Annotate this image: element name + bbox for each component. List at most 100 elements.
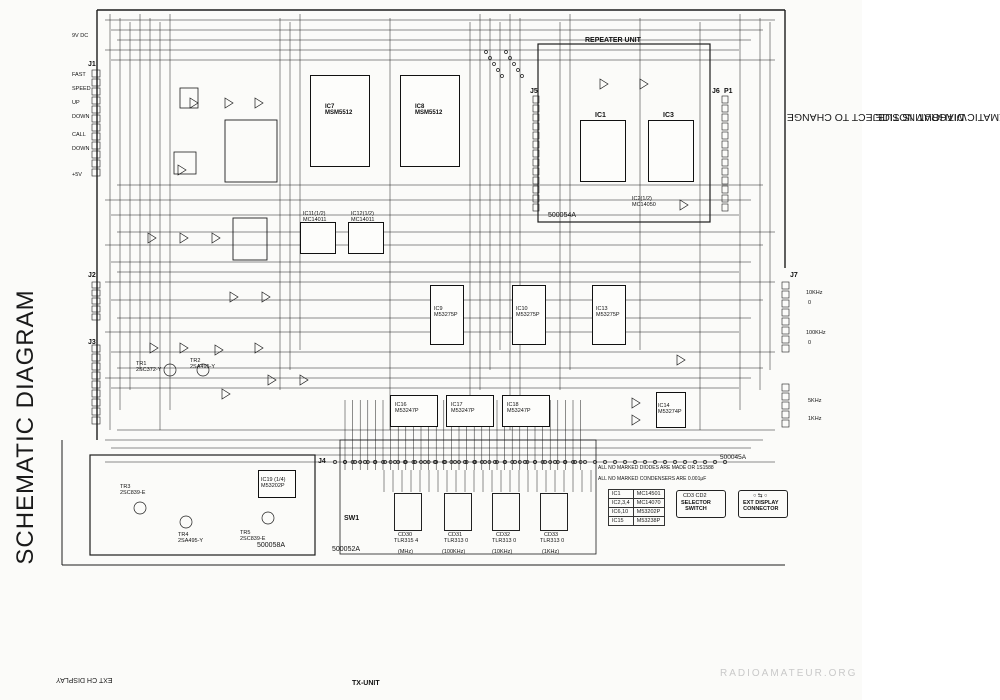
ic14-chip: IC14 M53274P bbox=[656, 392, 686, 428]
connector-pin bbox=[532, 194, 540, 203]
terminal bbox=[483, 460, 487, 464]
terminal bbox=[449, 460, 454, 464]
connector-pin bbox=[91, 168, 101, 177]
connector-pin bbox=[91, 159, 101, 168]
connector-pin bbox=[532, 185, 540, 194]
terminal bbox=[516, 68, 520, 72]
connector-pin bbox=[91, 141, 101, 150]
terminal bbox=[495, 460, 499, 464]
terminal bbox=[703, 460, 707, 464]
connector-pin bbox=[781, 383, 790, 392]
gate-symbol bbox=[254, 342, 264, 354]
selector-switch-label: SELECTOR SWITCH bbox=[681, 500, 711, 512]
ic7-label: IC7 MSM5512 bbox=[325, 104, 353, 116]
ic-small-chip bbox=[173, 151, 197, 175]
gate-symbol bbox=[679, 199, 689, 211]
connector-pin bbox=[91, 389, 101, 398]
ic14-label: IC14 M53274P bbox=[658, 403, 682, 415]
ic3-label: IC3 bbox=[663, 112, 674, 119]
j7-label: 0 bbox=[808, 300, 812, 306]
connector-pin bbox=[91, 305, 101, 313]
terminal bbox=[473, 460, 477, 464]
gate-symbol bbox=[254, 97, 264, 109]
terminal bbox=[423, 460, 427, 464]
j7-label: 0 bbox=[808, 340, 812, 346]
connector-j2: J2 bbox=[88, 272, 96, 279]
connector-j3: J3 bbox=[88, 339, 96, 346]
terminal bbox=[457, 460, 461, 464]
connector-pin bbox=[721, 131, 729, 140]
legend-part: M53202P bbox=[632, 507, 665, 517]
terminal bbox=[492, 62, 496, 66]
gate-symbol bbox=[221, 388, 231, 400]
terminal bbox=[673, 460, 677, 464]
connector-pin bbox=[532, 104, 540, 113]
connector-pin bbox=[91, 123, 101, 132]
terminal bbox=[633, 460, 637, 464]
connector-pin bbox=[91, 362, 101, 371]
board-id-main: 500052A bbox=[332, 546, 361, 553]
legend-ic: IC2,3,4 bbox=[608, 498, 634, 508]
connector-pin bbox=[91, 78, 101, 87]
ic2-label: IC2(1/2) MC14050 bbox=[632, 196, 656, 208]
terminal bbox=[496, 68, 500, 72]
connector-pin bbox=[91, 114, 101, 123]
terminal bbox=[353, 460, 357, 464]
connector-pin bbox=[532, 158, 540, 167]
terminal bbox=[573, 460, 577, 464]
connector-pin bbox=[721, 113, 729, 122]
terminal bbox=[487, 460, 492, 464]
terminal bbox=[381, 460, 385, 464]
gate-symbol bbox=[267, 374, 277, 386]
board-id-right: 500045A bbox=[720, 454, 747, 461]
terminal bbox=[343, 460, 347, 464]
terminal bbox=[523, 460, 527, 464]
terminal bbox=[403, 460, 407, 464]
ic13-label: IC13 M53275P bbox=[596, 306, 620, 318]
terminal bbox=[464, 460, 469, 464]
terminal bbox=[512, 62, 516, 66]
freq-label: 5KHz bbox=[808, 398, 822, 404]
ic1-chip: IC1 bbox=[580, 112, 626, 182]
display-unit: (MHz) bbox=[398, 549, 413, 555]
terminal bbox=[683, 460, 687, 464]
ic9-label: IC9 M53275P bbox=[434, 306, 458, 318]
connector-pin bbox=[781, 344, 790, 353]
connector-j6: J6 bbox=[712, 88, 720, 95]
ic10-label: IC10 M53275P bbox=[516, 306, 540, 318]
connector-pin bbox=[91, 297, 101, 305]
legend-part: MC14501 bbox=[632, 489, 665, 499]
ext-display-label: EXT DISPLAY CONNECTOR bbox=[743, 500, 779, 512]
terminal bbox=[488, 56, 492, 60]
gate-symbol bbox=[224, 97, 234, 109]
legend-part: MC14070 bbox=[632, 498, 665, 508]
terminal bbox=[513, 460, 517, 464]
terminal bbox=[493, 460, 497, 464]
terminal bbox=[383, 460, 387, 464]
terminal bbox=[388, 460, 393, 464]
terminal bbox=[593, 460, 597, 464]
ic11-label: IC11(1/2) MC14011 bbox=[303, 211, 327, 223]
connector-pin bbox=[532, 122, 540, 131]
connector-pin bbox=[721, 95, 729, 104]
gate-symbol bbox=[149, 342, 159, 354]
terminal bbox=[419, 460, 423, 464]
connector-pin bbox=[532, 203, 540, 212]
display-name: CD32 bbox=[496, 532, 511, 538]
ic1-label: IC1 bbox=[595, 112, 606, 119]
gate-symbol bbox=[179, 232, 189, 244]
ic17-label: IC17 M53247P bbox=[451, 402, 475, 414]
board-id-repeater: 500054A bbox=[548, 212, 577, 219]
connector-pin bbox=[91, 313, 101, 321]
switch-sw1: SW1 bbox=[344, 515, 360, 522]
ic-small-chip bbox=[179, 87, 199, 109]
connector-pin bbox=[781, 410, 790, 419]
connector-pin bbox=[781, 326, 790, 335]
tr1-label: TR1 2SC372-Y bbox=[136, 361, 162, 373]
terminal bbox=[453, 460, 457, 464]
gate-symbol bbox=[631, 397, 641, 409]
connector-pin bbox=[721, 176, 729, 185]
connector-pin bbox=[91, 69, 101, 78]
transistor-symbol bbox=[196, 363, 210, 377]
connector-pin bbox=[91, 281, 101, 289]
